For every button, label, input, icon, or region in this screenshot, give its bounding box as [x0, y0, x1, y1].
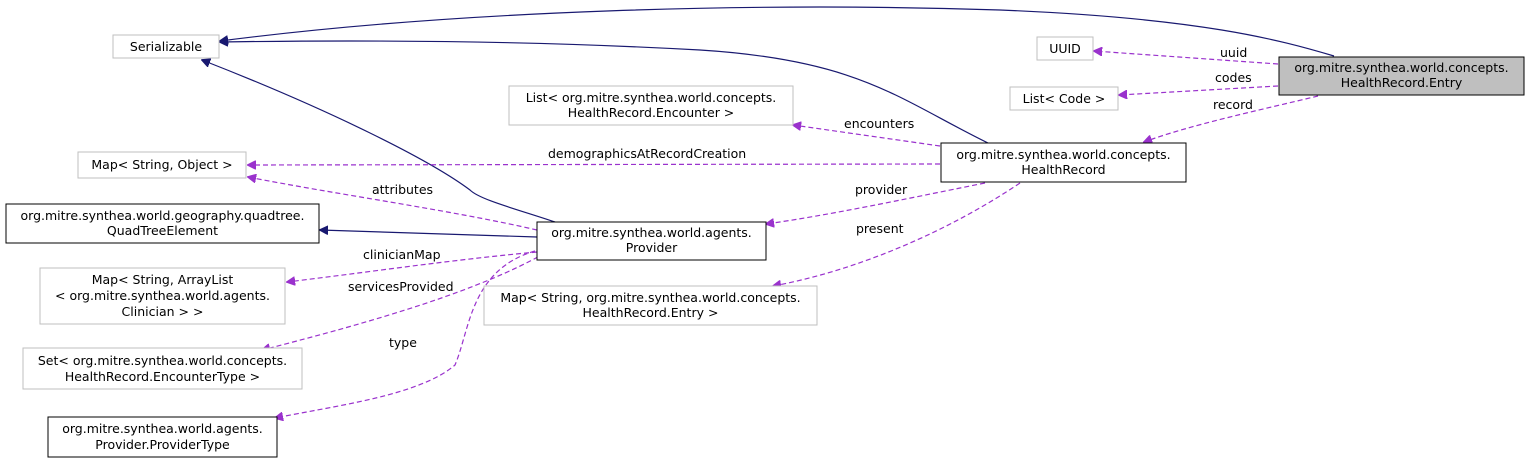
node-label-line: Map< String, ArrayList	[92, 272, 234, 287]
node-label-line: org.mitre.synthea.world.agents.	[551, 225, 752, 240]
node-set-encountertype[interactable]: Set< org.mitre.synthea.world.concepts. H…	[22, 347, 303, 390]
node-label-line: Provider.ProviderType	[95, 437, 230, 452]
inheritance-edges	[202, 6, 1335, 238]
node-healthrecord-entry[interactable]: org.mitre.synthea.world.concepts. Health…	[1278, 56, 1525, 96]
node-label-line: HealthRecord.Encounter >	[568, 105, 735, 120]
edge-provider-inherits-serializable	[202, 60, 556, 223]
edge-provider-attributes	[248, 177, 538, 231]
edge-entry-inherits-serializable	[220, 6, 1335, 57]
edge-labels: uuid codes record encounters demographic…	[348, 45, 1253, 350]
node-providertype[interactable]: org.mitre.synthea.world.agents. Provider…	[47, 416, 278, 458]
edge-entry-codes	[1119, 85, 1279, 95]
edge-label-servicesprovided: servicesProvided	[348, 279, 454, 294]
node-label-line: Serializable	[130, 39, 202, 54]
node-label-line: HealthRecord.EncounterType >	[65, 369, 260, 384]
edge-label-type: type	[389, 335, 417, 350]
edge-label-provider: provider	[855, 182, 908, 197]
edge-entry-uuid	[1094, 51, 1279, 65]
edge-healthrecord-inherits-serializable	[220, 41, 989, 144]
edge-healthrecord-present	[773, 182, 1021, 286]
node-serializable[interactable]: Serializable	[112, 34, 220, 59]
node-label-line: Map< String, Object >	[91, 157, 232, 172]
edge-label-encounters: encounters	[844, 116, 914, 131]
edge-label-clinicianmap: clinicianMap	[363, 247, 441, 262]
node-map-string-object[interactable]: Map< String, Object >	[77, 151, 247, 179]
edge-provider-clinicianmap	[287, 251, 538, 282]
edge-label-codes: codes	[1215, 70, 1252, 85]
node-label-line: org.mitre.synthea.world.concepts.	[956, 147, 1170, 162]
node-label-line: HealthRecord.Entry >	[583, 305, 719, 320]
edge-provider-type	[275, 250, 536, 418]
node-label-line: Map< String, org.mitre.synthea.world.con…	[500, 290, 800, 305]
node-label-line: Set< org.mitre.synthea.world.concepts.	[38, 353, 287, 368]
edge-label-present: present	[856, 221, 904, 236]
edge-healthrecord-encounters	[793, 125, 941, 147]
node-label-line: List< org.mitre.synthea.world.concepts.	[526, 90, 777, 105]
node-label-line: org.mitre.synthea.world.geography.quadtr…	[21, 208, 305, 223]
node-uuid[interactable]: UUID	[1036, 36, 1094, 61]
node-label-line: HealthRecord.Entry	[1341, 75, 1463, 90]
edge-provider-inherits-quadtree	[320, 230, 538, 238]
node-label-line: HealthRecord	[1021, 162, 1105, 177]
node-list-code[interactable]: List< Code >	[1009, 86, 1119, 111]
node-label-line: < org.mitre.synthea.world.agents.	[55, 288, 270, 303]
node-label-line: Clinician > >	[122, 304, 204, 319]
usage-edges	[248, 51, 1319, 418]
node-map-entry[interactable]: Map< String, org.mitre.synthea.world.con…	[483, 285, 818, 326]
node-quadtreeelement[interactable]: org.mitre.synthea.world.geography.quadtr…	[5, 203, 320, 244]
node-label-line: org.mitre.synthea.world.agents.	[62, 421, 263, 436]
node-list-encounter[interactable]: List< org.mitre.synthea.world.concepts. …	[508, 85, 794, 126]
node-healthrecord[interactable]: org.mitre.synthea.world.concepts. Health…	[940, 142, 1187, 183]
node-map-clinician[interactable]: Map< String, ArrayList < org.mitre.synth…	[39, 267, 286, 325]
node-label-line: UUID	[1049, 41, 1081, 56]
edge-entry-record	[1144, 95, 1319, 142]
node-provider[interactable]: org.mitre.synthea.world.agents. Provider	[536, 221, 767, 261]
edge-healthrecord-demographics	[248, 164, 941, 165]
edge-label-attributes: attributes	[372, 182, 433, 197]
edge-label-demographics: demographicsAtRecordCreation	[548, 146, 746, 161]
edge-provider-servicesprovided	[262, 252, 546, 350]
node-label-line: org.mitre.synthea.world.concepts.	[1294, 60, 1508, 75]
edge-label-uuid: uuid	[1220, 45, 1247, 60]
edge-label-record: record	[1213, 97, 1253, 112]
node-label-line: QuadTreeElement	[107, 223, 218, 238]
node-label-line: Provider	[626, 240, 678, 255]
node-label-line: List< Code >	[1023, 91, 1106, 106]
